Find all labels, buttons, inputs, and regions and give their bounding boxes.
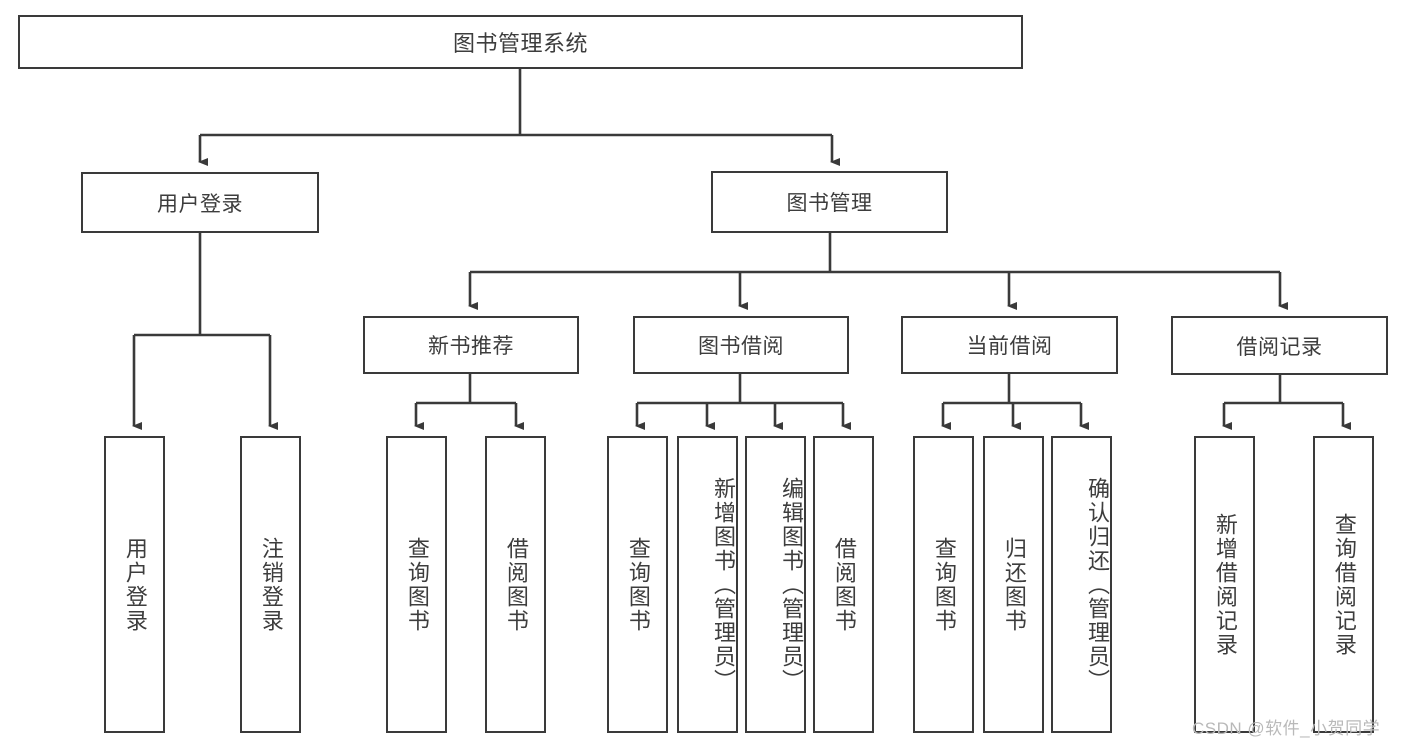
node-label: 借阅图书 [503,536,529,633]
node-label: 注销登录 [258,536,284,633]
node-user-login[interactable]: 用户登录 [81,172,319,233]
node-label: 借阅图书 [831,536,857,633]
node-label: 图书借阅 [698,335,784,358]
node-root-system[interactable]: 图书管理系统 [18,15,1023,69]
node-label: 新增借阅记录 [1212,512,1238,657]
node-label: 查询借阅记录 [1331,512,1357,657]
leaf-query-book-new[interactable]: 查询图书 [386,436,447,733]
leaf-query-book-current[interactable]: 查询图书 [913,436,974,733]
leaf-borrow-book[interactable]: 借阅图书 [813,436,874,733]
node-label: 归还图书 [1001,536,1027,633]
node-label: 查询图书 [404,536,430,633]
node-current-borrow[interactable]: 当前借阅 [901,316,1118,374]
leaf-borrow-book-new[interactable]: 借阅图书 [485,436,546,733]
leaf-query-book-borrow[interactable]: 查询图书 [607,436,668,733]
leaf-logout[interactable]: 注销登录 [240,436,301,733]
node-label: 图书管理 [786,192,873,215]
leaf-confirm-return[interactable]: 确认归还（管理员） [1051,436,1112,733]
leaf-user-login[interactable]: 用户登录 [104,436,165,733]
leaf-query-record[interactable]: 查询借阅记录 [1313,436,1374,733]
node-label: 用户登录 [157,192,243,216]
node-label: 查询图书 [625,536,651,633]
node-label: 图书管理系统 [452,31,588,56]
node-label: 新书推荐 [428,335,514,358]
csdn-watermark: CSDN @软件_小贺同学 [1192,719,1381,738]
node-label: 确认归还（管理员） [1085,476,1110,693]
node-book-borrow[interactable]: 图书借阅 [633,316,849,374]
node-new-book-rec[interactable]: 新书推荐 [363,316,579,374]
node-borrow-record[interactable]: 借阅记录 [1171,316,1388,375]
node-label: 用户登录 [122,536,148,633]
node-label: 当前借阅 [966,335,1053,358]
node-label: 编辑图书（管理员） [779,476,804,693]
leaf-edit-book[interactable]: 编辑图书（管理员） [745,436,806,733]
leaf-return-book[interactable]: 归还图书 [983,436,1044,733]
leaf-add-book[interactable]: 新增图书（管理员） [677,436,738,733]
node-label: 借阅记录 [1236,335,1323,359]
leaf-add-record[interactable]: 新增借阅记录 [1194,436,1255,733]
node-book-manage[interactable]: 图书管理 [711,171,948,233]
node-label: 新增图书（管理员） [711,476,736,693]
node-label: 查询图书 [931,536,957,633]
